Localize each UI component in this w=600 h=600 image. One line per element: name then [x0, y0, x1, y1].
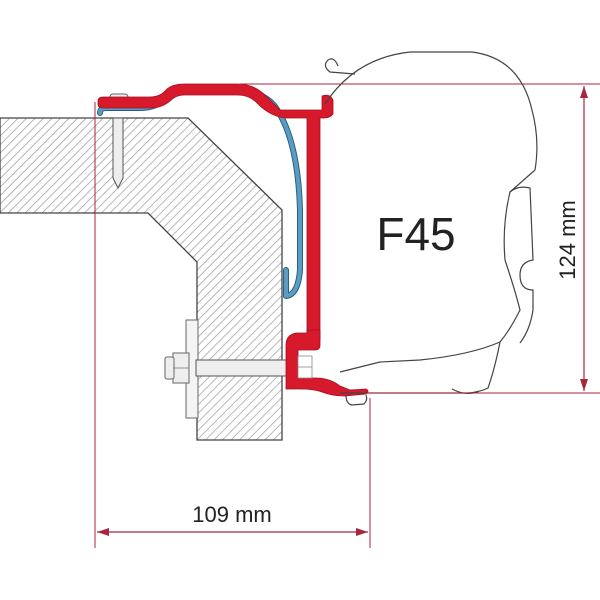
width-label: 109 mm	[192, 502, 271, 527]
awning-model-label: F45	[376, 208, 455, 260]
awning-cassette-profile	[324, 51, 538, 406]
width-dimension: 109 mm	[94, 102, 371, 548]
wall-beam-section	[0, 117, 283, 441]
height-dimension: 124 mm	[240, 83, 600, 394]
height-label: 124 mm	[555, 200, 580, 279]
red-adapter-bracket	[97, 83, 369, 397]
